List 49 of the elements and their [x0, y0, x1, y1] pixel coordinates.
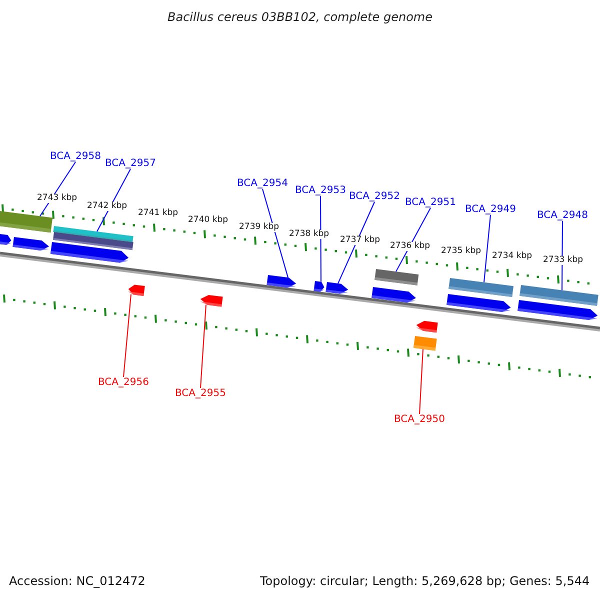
- reverse-strand-gene: [200, 294, 223, 307]
- scale-label: 2736 kbp: [390, 242, 430, 252]
- gene-label: BCA_2955: [175, 388, 226, 399]
- feature-bar: [413, 336, 437, 351]
- feature-bar: [520, 285, 598, 306]
- feature-bar: [448, 278, 514, 298]
- forward-strand-gene: [314, 281, 324, 292]
- gene-label: BCA_2957: [105, 158, 156, 169]
- scale-label: 2738 kbp: [289, 230, 330, 240]
- scale-label: 2733 kbp: [543, 256, 584, 266]
- gene-label: BCA_2958: [50, 151, 101, 162]
- scale-label: 2742 kbp: [87, 202, 128, 212]
- leader-line: [396, 208, 431, 272]
- leader-line: [320, 196, 322, 282]
- scale-label: 2740 kbp: [188, 216, 228, 226]
- footer-note: Topology: circular; Length: 5,269,628 bp; Genes: 5,544: [260, 575, 590, 588]
- gene-label: BCA_2952: [349, 191, 400, 202]
- leader-line: [338, 202, 375, 284]
- scale-label: 2737 kbp: [340, 236, 380, 246]
- leader-line: [96, 168, 131, 232]
- forward-strand-gene: [446, 294, 511, 312]
- feature-bar: [374, 269, 419, 286]
- gene-label: BCA_2950: [394, 414, 445, 425]
- leader-line: [123, 294, 132, 378]
- feature-bar: [0, 211, 53, 233]
- footer-note: Accession: NC_012472: [9, 575, 146, 588]
- scale-label: 2739 kbp: [239, 223, 280, 232]
- forward-strand-gene: [0, 234, 12, 245]
- forward-strand-gene: [266, 275, 296, 288]
- gene-label: BCA_2956: [98, 377, 149, 388]
- scale-label: 2734 kbp: [492, 252, 532, 262]
- feature-bar: [52, 232, 134, 250]
- gene-label: BCA_2953: [295, 185, 346, 196]
- leader-line: [262, 188, 288, 278]
- scale-label: 2735 kbp: [441, 247, 482, 256]
- reverse-strand-gene: [128, 284, 145, 296]
- gene-label: BCA_2954: [237, 178, 288, 189]
- gene-label: BCA_2951: [405, 197, 456, 208]
- scale-label: 2743 kbp: [37, 194, 78, 204]
- scale-label: 2741 kbp: [138, 209, 178, 218]
- gene-label: BCA_2949: [465, 204, 516, 215]
- leader-line: [419, 348, 424, 414]
- leader-line: [484, 214, 491, 283]
- reverse-strand-gene: [416, 320, 438, 333]
- leader-line: [562, 220, 563, 291]
- gene-label: BCA_2948: [537, 210, 588, 221]
- forward-strand-gene: [372, 287, 416, 302]
- title: Bacillus cereus 03BB102, complete genome: [166, 11, 434, 24]
- leader-line: [200, 304, 206, 388]
